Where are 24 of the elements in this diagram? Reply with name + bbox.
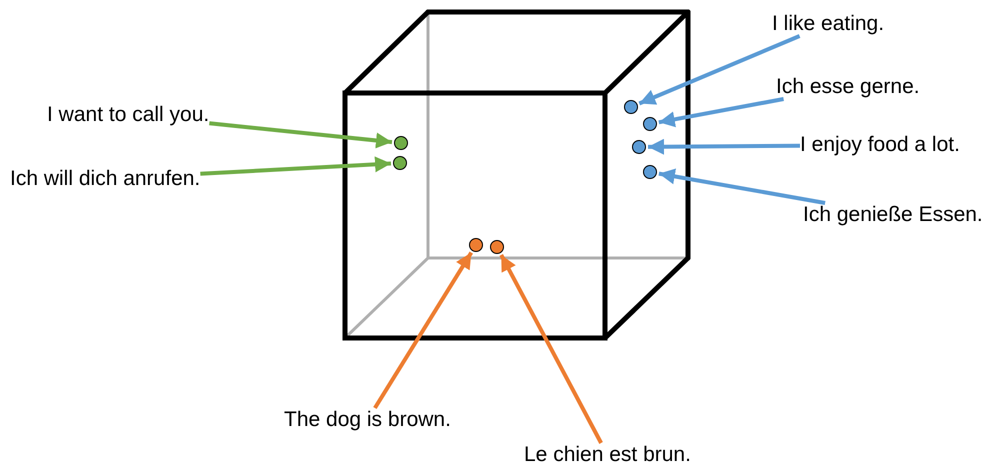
arrow: [209, 121, 392, 148]
arrow: [648, 138, 800, 155]
data-point-dot: [632, 140, 646, 154]
arrow: [638, 34, 800, 106]
data-point-dot: [490, 240, 504, 254]
sentence-label: I enjoy food a lot.: [800, 133, 960, 157]
sentence-label: Ich genieße Essen.: [803, 203, 983, 227]
data-point-dot: [394, 136, 408, 150]
sentence-label: The dog is brown.: [284, 408, 451, 432]
arrow: [373, 252, 473, 410]
arrow: [499, 254, 603, 444]
data-point-dot: [643, 165, 657, 179]
data-point-dot: [624, 100, 638, 114]
sentence-label: Le chien est brun.: [524, 443, 691, 467]
sentence-label: I want to call you.: [47, 103, 210, 127]
sentence-label: Ich will dich anrufen.: [10, 167, 200, 191]
data-point-dot: [643, 117, 657, 131]
arrow: [200, 156, 392, 176]
data-point-dot: [469, 238, 483, 252]
arrow: [658, 97, 784, 128]
arrow: [658, 168, 826, 205]
sentence-label: Ich esse gerne.: [776, 75, 920, 99]
sentence-label: I like eating.: [772, 12, 884, 36]
data-point-dot: [393, 156, 407, 170]
